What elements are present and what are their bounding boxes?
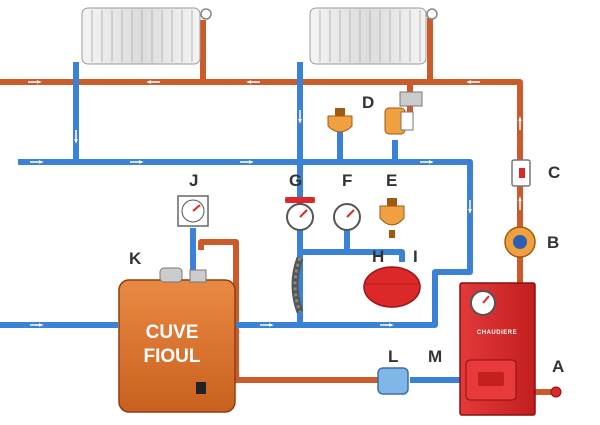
air-vent-upper [327,108,353,133]
label-a: A [552,357,564,376]
label-l: L [388,347,398,366]
label-k: K [129,249,142,268]
tank-label-line1: CUVE [146,322,199,343]
label-g: G [289,171,302,190]
circulator-pump-b [504,226,536,258]
radiator-left [81,7,212,65]
label-c: C [548,163,560,182]
tank-gauge-j [177,195,209,227]
pressure-gauge-f [333,203,361,231]
pressure-gauge-g [285,197,315,231]
label-b: B [547,233,559,252]
expansion-branch [300,249,405,262]
label-j: J [189,171,198,190]
fuel-filter-l [377,367,409,395]
air-vent-e [379,198,405,238]
boiler-label: CHAUDIERE [477,330,517,336]
radiator-valve-icon [200,8,212,20]
component-c-flow-switch [511,159,531,187]
label-h: H [372,247,384,266]
radiator-valve-icon [426,8,438,20]
fuel-tank: CUVE FIOUL [118,267,236,413]
label-i: I [413,247,418,266]
flexible-hose [291,256,304,314]
valve-d [384,91,423,135]
tank-cap [159,267,183,283]
expansion-vessel-i [363,266,421,308]
cold-water-pipes [0,62,473,383]
hot-water-pipes [0,18,560,395]
tank-cap [189,269,207,283]
boiler-connection-a [550,386,562,398]
label-m: M [428,347,442,366]
return-lower-to-boiler [236,269,460,328]
label-d: D [362,93,374,112]
label-e: E [386,171,397,190]
tank-label-line2: FIOUL [144,346,201,367]
hot-riser-right [420,79,523,285]
radiator-right [309,7,438,65]
component-labels: A B C D E F G H I J K L M [129,93,564,376]
tank-fuel-pickup [196,382,206,394]
flow-arrows [28,80,522,327]
fuel-line [198,239,383,383]
boiler: CHAUDIERE [459,282,562,416]
label-f: F [342,171,352,190]
